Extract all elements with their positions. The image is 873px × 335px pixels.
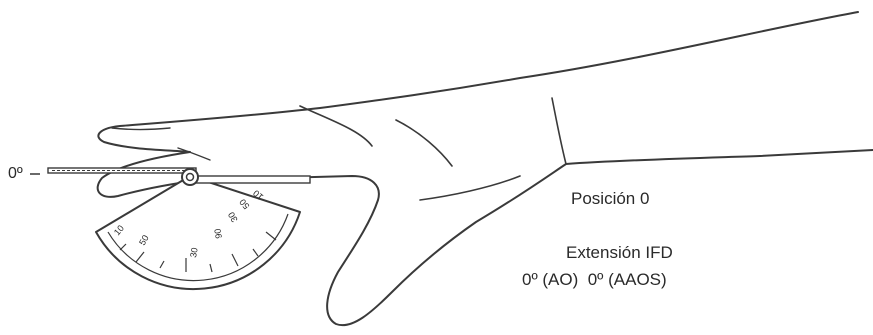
measure-title: Extensión IFD (566, 243, 673, 262)
goniometer-moving-arm (190, 176, 310, 183)
measure-values: 0º (AO) 0º (AAOS) (522, 270, 667, 289)
scale-number: 90 (212, 228, 224, 240)
goniometer: 10 50 30 90 30 50 10 (48, 168, 310, 289)
zero-mark-label: 0º (8, 165, 23, 182)
position-label: Posición 0 (571, 189, 649, 208)
goniometer-pivot-center (187, 174, 194, 181)
scale-number: 30 (188, 247, 200, 259)
